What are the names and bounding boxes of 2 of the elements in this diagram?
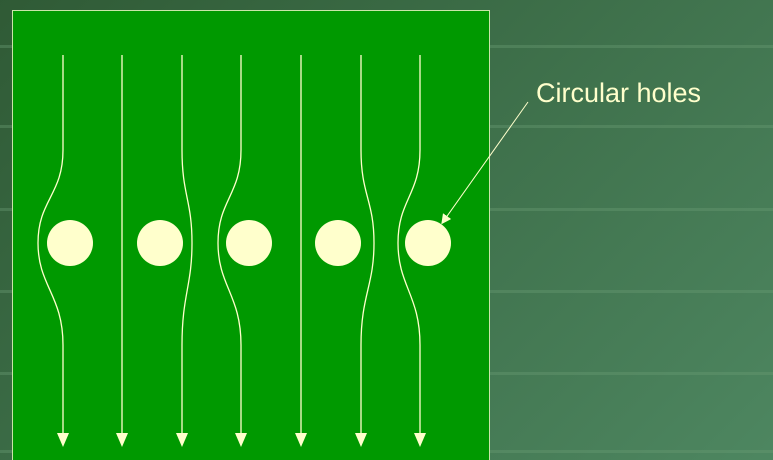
leader-line [441,102,528,224]
callout-label: Circular holes [536,77,702,110]
